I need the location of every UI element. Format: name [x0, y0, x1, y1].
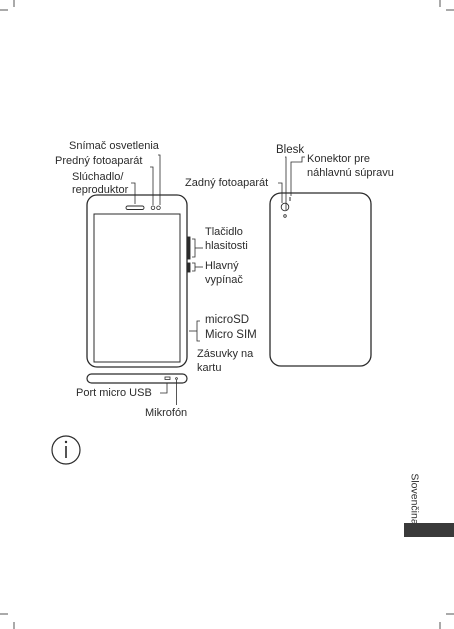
- micro-sim-label: Micro SIM: [205, 329, 257, 341]
- card-slots-label-line2: kartu: [197, 362, 222, 374]
- card-slots-label-line1: Zásuvky na: [197, 348, 254, 360]
- tablet-back: [269, 192, 372, 367]
- info-circle-icon: [51, 435, 81, 465]
- power-key-label-line1: Hlavný: [205, 260, 239, 272]
- tablet-bottom-edge: [86, 373, 188, 384]
- volume-key-label-line2: hlasitosti: [205, 240, 248, 252]
- language-tab-bar: [404, 523, 454, 537]
- tablet-front: [86, 194, 191, 368]
- microphone-label: Mikrofón: [145, 407, 188, 419]
- leader-lines: [131, 154, 305, 405]
- earpiece-label-line1: Slúchadlo/: [72, 171, 124, 183]
- earpiece-label-line2: reproduktor: [72, 184, 129, 196]
- usb-port-label: Port micro USB: [76, 387, 152, 399]
- power-key-label-line2: vypínač: [205, 274, 243, 286]
- headset-jack-label-line2: náhlavnú súpravu: [307, 167, 394, 179]
- rear-camera-label: Zadný fotoaparát: [185, 177, 269, 189]
- headset-jack-label-line1: Konektor pre: [307, 153, 370, 165]
- volume-key-label-line1: Tlačidlo: [205, 226, 243, 238]
- light-sensor-label: Snímač osvetlenia: [69, 140, 159, 152]
- language-tab-label: Slovenčina: [408, 473, 421, 525]
- microsd-label: microSD: [205, 314, 250, 326]
- flash-label: Blesk: [276, 144, 305, 156]
- language-tab: Slovenčina: [404, 470, 425, 528]
- front-camera-label: Predný fotoaparát: [55, 155, 143, 167]
